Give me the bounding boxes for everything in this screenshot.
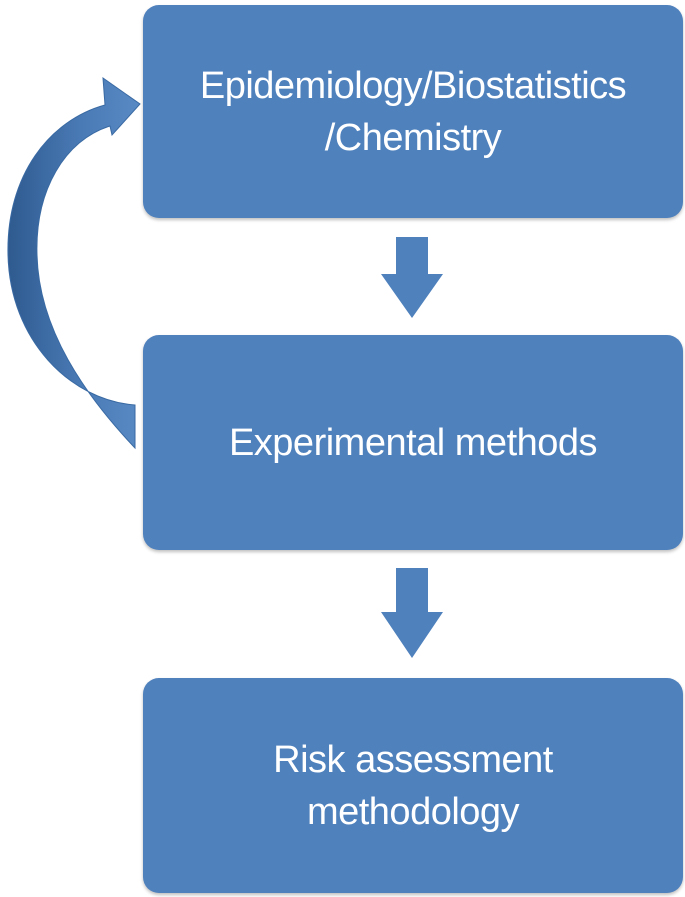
down-arrow-1 xyxy=(381,237,443,318)
node-experimental-methods: Experimental methods xyxy=(143,335,683,550)
node-epidemiology-line-1: Epidemiology/Biostatistics xyxy=(199,64,627,107)
node-epidemiology: Epidemiology/Biostatistics /Chemistry xyxy=(143,5,683,218)
feedback-curved-arrow xyxy=(7,76,141,450)
node-experimental-line-1: Experimental methods xyxy=(228,421,598,464)
node-risk-assessment: Risk assessment methodology xyxy=(143,678,683,893)
node-risk-line-2: methodology xyxy=(306,790,520,833)
node-epidemiology-line-2: /Chemistry xyxy=(324,116,502,159)
down-arrow-2 xyxy=(381,568,443,658)
node-risk-line-1: Risk assessment xyxy=(273,738,553,781)
